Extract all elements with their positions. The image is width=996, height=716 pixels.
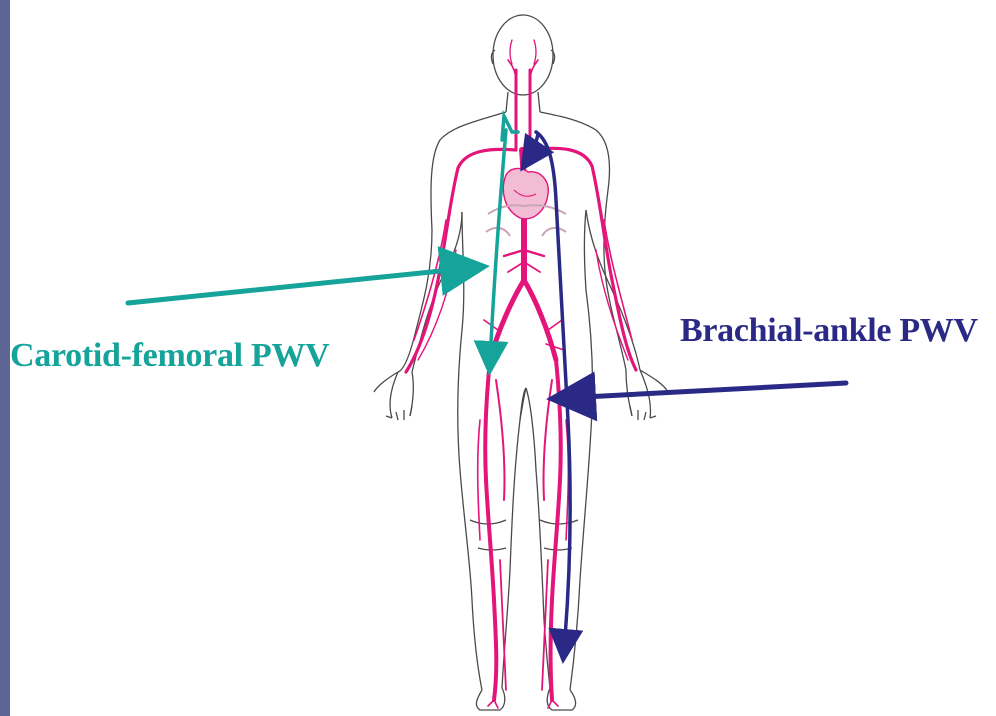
- carotid-femoral-arrows: [128, 116, 518, 362]
- brachial-ankle-pointer-arrow: [566, 383, 846, 398]
- brachial-ankle-label: Brachial-ankle PWV: [680, 312, 978, 350]
- carotid-femoral-label: Carotid-femoral PWV: [10, 337, 329, 375]
- carotid-femoral-path-arrow: [490, 130, 506, 362]
- carotid-femoral-pointer-arrow: [128, 268, 470, 303]
- brachial-ankle-arrows: [528, 132, 846, 650]
- heart-icon: [503, 168, 548, 218]
- body-outline: [374, 15, 668, 710]
